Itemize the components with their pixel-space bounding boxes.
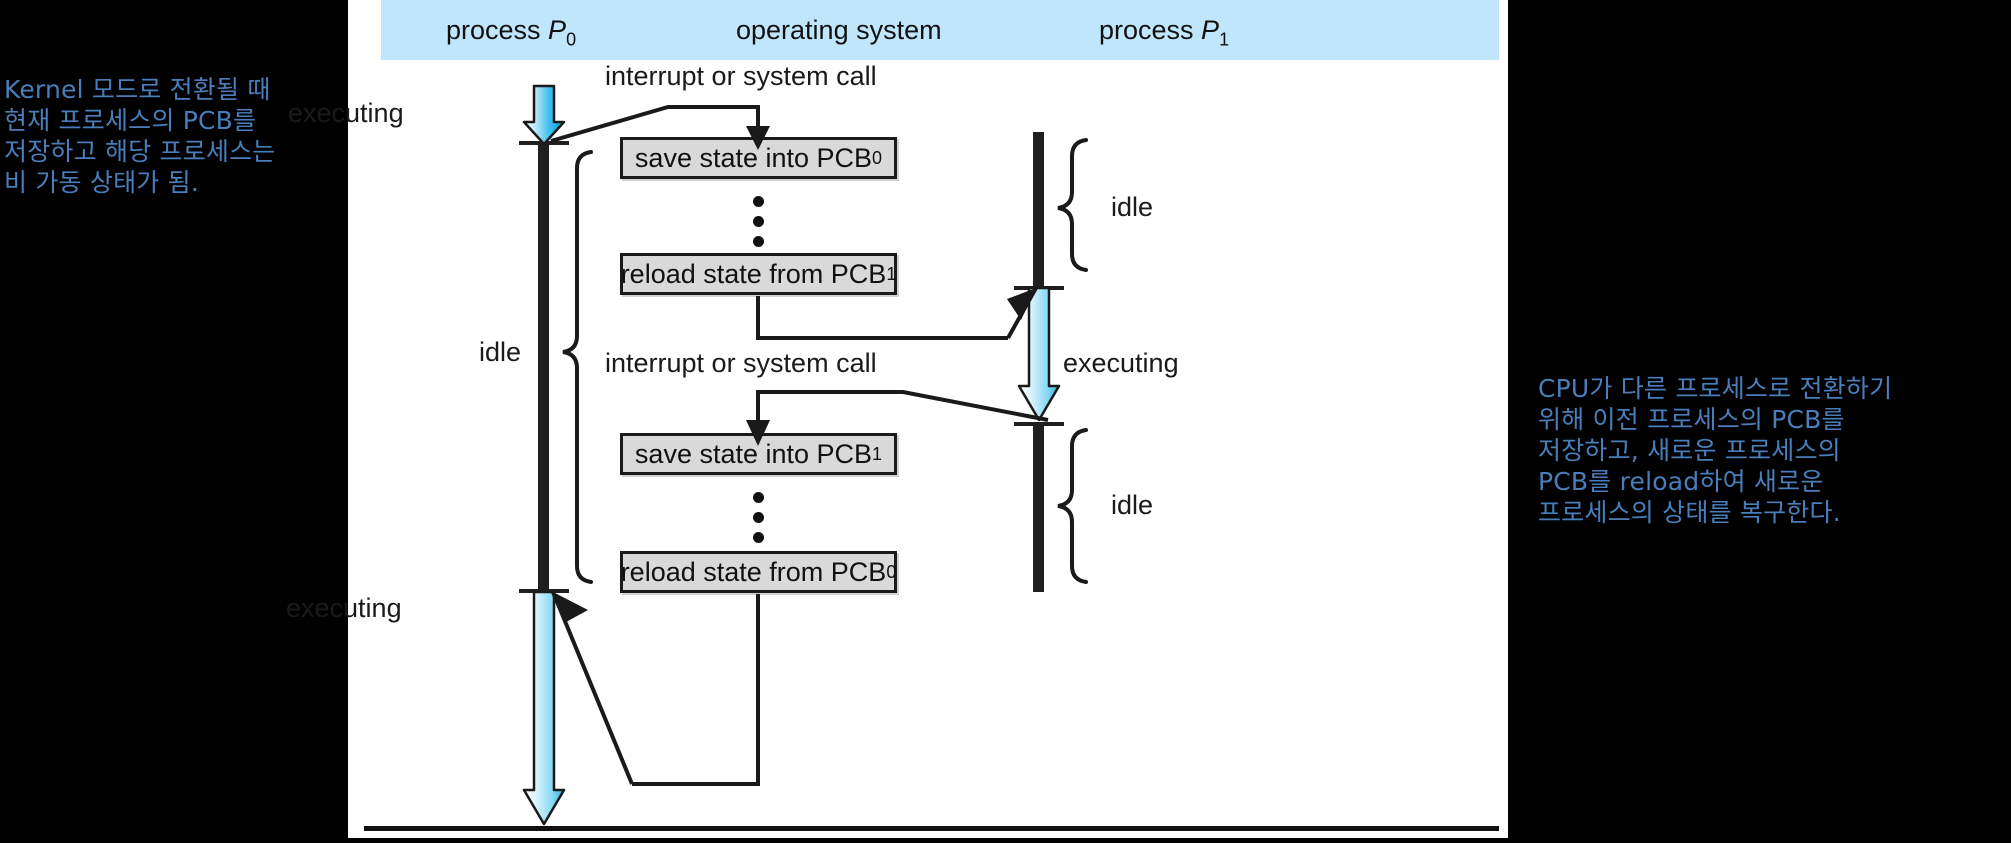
p1-idle-label-top: idle [1111, 192, 1154, 222]
column-header-p0-symbol: P [548, 15, 567, 45]
left-annotation-text: Kernel 모드로 전환될 때 현재 프로세스의 PCB를 저장하고 해당 프… [4, 75, 276, 197]
ellipsis-dot [753, 492, 764, 503]
os-box-1-subscript: 1 [886, 263, 897, 284]
p0-tick-top [519, 141, 569, 145]
p0-executing-arrow-bottom [522, 590, 566, 826]
p1-idle-brace-top [1057, 138, 1088, 272]
p0-executing-label-top: executing [288, 98, 404, 128]
p1-timeline-idle-bar-bottom [1033, 424, 1044, 592]
p0-executing-arrow-top [522, 84, 566, 146]
p1-idle-brace-bottom [1057, 428, 1088, 584]
p1-idle-label-bottom: idle [1111, 490, 1154, 520]
figure-header-band: process P0 operating system process P1 [381, 0, 1499, 60]
os-box-0-text: save state into PCB [634, 142, 873, 173]
figure-panel: process P0 operating system process P1 i… [286, 0, 1508, 838]
os-box-2-text: save state into PCB [634, 438, 873, 469]
os-box-2-subscript: 1 [872, 443, 883, 464]
ellipsis-dot [753, 196, 764, 207]
figure-vector-overlay [522, 84, 1088, 826]
column-header-os-prefix: operating system [736, 15, 942, 45]
column-header-p0-prefix: process [446, 15, 549, 45]
column-header-process-p0: process P0 [446, 15, 576, 50]
ellipsis-dot [753, 216, 764, 227]
p1-tick-bottom [1014, 422, 1064, 426]
connector-reload-pcb0-to-p0 [551, 591, 760, 786]
p0-tick-bottom [519, 589, 569, 593]
os-box-3-text: reload state from PCB [620, 556, 887, 587]
column-header-p1-symbol: P [1201, 15, 1220, 45]
connector-reload-pcb1-to-p1 [756, 287, 1038, 340]
p0-idle-brace [562, 150, 593, 584]
column-header-process-p1: process P1 [1099, 15, 1229, 50]
column-header-p1-subscript: 1 [1219, 29, 1230, 50]
interrupt-label-top: interrupt or system call [605, 61, 877, 91]
p0-executing-label-bottom: executing [286, 593, 402, 623]
interrupt-label-bottom: interrupt or system call [605, 348, 877, 378]
ellipsis-dot [753, 512, 764, 523]
os-box-3-subscript: 0 [886, 561, 897, 582]
column-header-p0-subscript: 0 [566, 29, 577, 50]
column-header-operating-system: operating system [736, 15, 942, 46]
p1-executing-arrow [1017, 286, 1061, 422]
p1-tick-top [1014, 286, 1064, 290]
os-box-1-text: reload state from PCB [620, 258, 887, 289]
ellipsis-dot [753, 532, 764, 543]
ellipsis-dot [753, 236, 764, 247]
column-header-p1-prefix: process [1099, 15, 1202, 45]
p0-idle-label: idle [479, 337, 522, 367]
right-annotation-text: CPU가 다른 프로세스로 전환하기 위해 이전 프로세스의 PCB를 저장하고… [1538, 374, 1893, 527]
figure-baseline-rule [364, 826, 1499, 831]
p1-timeline-idle-bar-top [1033, 132, 1044, 288]
p1-executing-label: executing [1063, 348, 1179, 378]
p0-timeline-idle-bar [538, 143, 549, 591]
os-box-0-subscript: 0 [872, 147, 883, 168]
